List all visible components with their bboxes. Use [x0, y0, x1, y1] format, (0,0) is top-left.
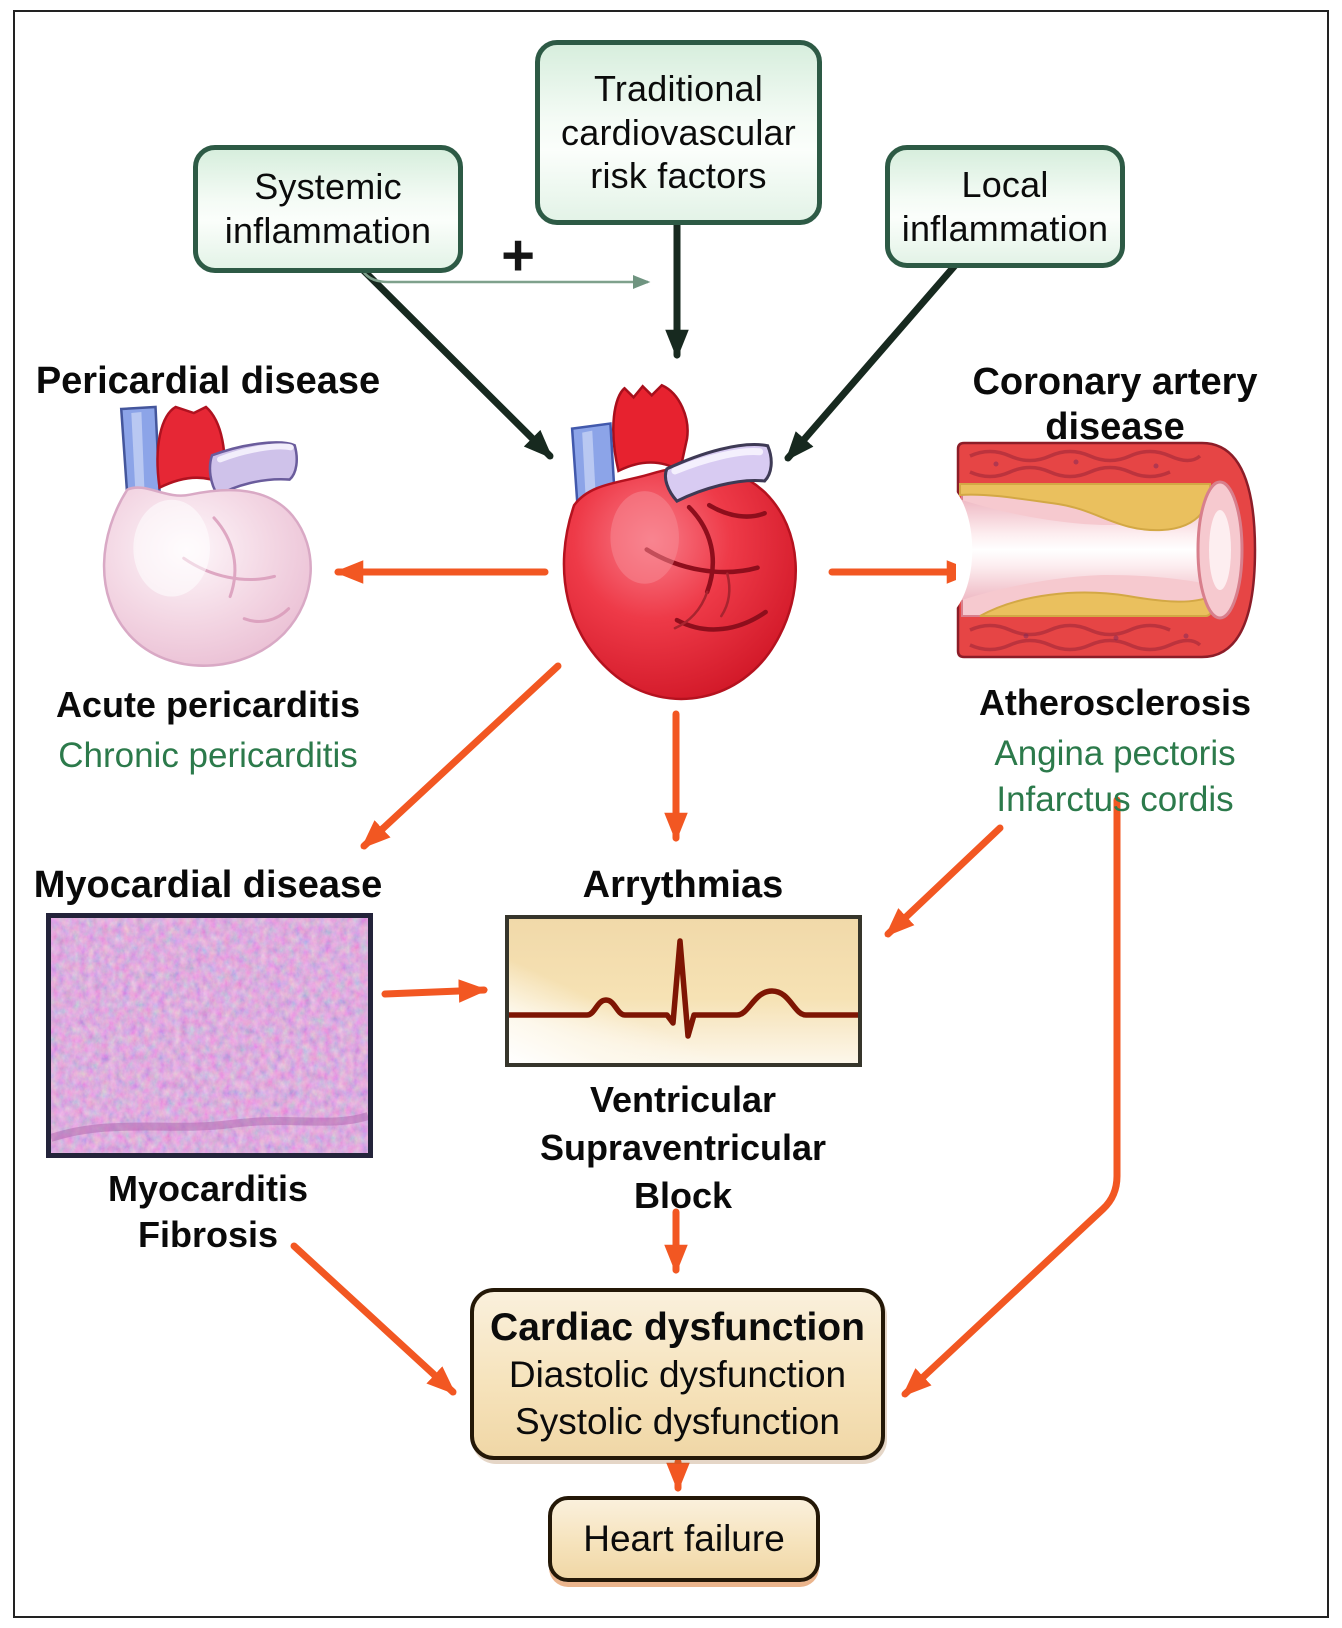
traditional-line3: risk factors — [590, 155, 767, 197]
fibrosis-label: Fibrosis — [137, 1214, 279, 1255]
angina-pectoris-label: Angina pectoris — [994, 734, 1236, 773]
pericardial-disease-title: Pericardial disease — [35, 360, 381, 402]
cardiac-dysfunction-heading: Cardiac dysfunction — [490, 1305, 865, 1349]
heart-illustration-center — [558, 376, 810, 714]
coronary-title-line2: disease — [1045, 405, 1185, 448]
arrhythmia-type-ventricular: Ventricular — [589, 1079, 777, 1120]
box-cardiac-dysfunction: Cardiac dysfunction Diastolic dysfunctio… — [470, 1288, 885, 1460]
box-systemic-inflammation: Systemic inflammation — [193, 145, 463, 273]
acute-pericarditis-label: Acute pericarditis — [55, 684, 361, 725]
ecg-image — [505, 915, 862, 1067]
local-line2: inflammation — [901, 207, 1109, 249]
systolic-dysfunction-label: Systolic dysfunction — [515, 1400, 840, 1442]
arrhythmia-types-label: Ventricular Supraventricular Block — [483, 1076, 883, 1220]
histology-image — [46, 913, 373, 1158]
arrhythmia-type-block: Block — [633, 1175, 733, 1216]
box-traditional-risk-factors: Traditional cardiovascular risk factors — [535, 40, 822, 225]
local-line1: Local — [961, 163, 1049, 205]
systemic-line2: inflammation — [224, 210, 432, 251]
myocarditis-label: Myocarditis — [107, 1168, 309, 1209]
traditional-line2: cardiovascular — [561, 111, 796, 153]
arrow-infarctus-to-cardiac-dysfunction — [901, 796, 1121, 1398]
chronic-pericarditis-label: Chronic pericarditis — [58, 736, 358, 775]
heart-failure-label: Heart failure — [583, 1518, 785, 1559]
arrow-heart-to-myocardial — [360, 662, 562, 850]
artery-atherosclerosis-illustration — [955, 438, 1258, 662]
infarctus-cordis-label: Infarctus cordis — [996, 780, 1234, 819]
arrhythmias-title: Arrythmias — [582, 864, 784, 906]
arrow-myocardial-to-ecg — [381, 979, 489, 1003]
arrow-atherosclerosis-to-ecg — [884, 824, 1004, 938]
traditional-line1: Traditional — [594, 67, 763, 109]
diastolic-dysfunction-label: Diastolic dysfunction — [508, 1353, 847, 1395]
box-local-inflammation: Local inflammation — [885, 145, 1125, 268]
coronary-title-line1: Coronary artery — [972, 361, 1258, 403]
box-heart-failure: Heart failure — [548, 1496, 820, 1582]
arrow-local-to-heart — [784, 258, 962, 462]
coronary-artery-disease-title: Coronary artery disease — [935, 360, 1295, 450]
pericardial-heart-illustration — [93, 396, 335, 668]
plus-sign: + — [501, 223, 535, 288]
arrhythmia-type-supraventricular: Supraventricular — [539, 1127, 827, 1168]
systemic-line1: Systemic — [254, 166, 402, 208]
arrow-systemic-to-heart — [352, 259, 554, 460]
myocardial-disease-title: Myocardial disease — [33, 864, 383, 906]
arrow-fibrosis-to-cardiac-dysfunction — [290, 1242, 457, 1396]
atherosclerosis-label: Atherosclerosis — [978, 682, 1252, 723]
